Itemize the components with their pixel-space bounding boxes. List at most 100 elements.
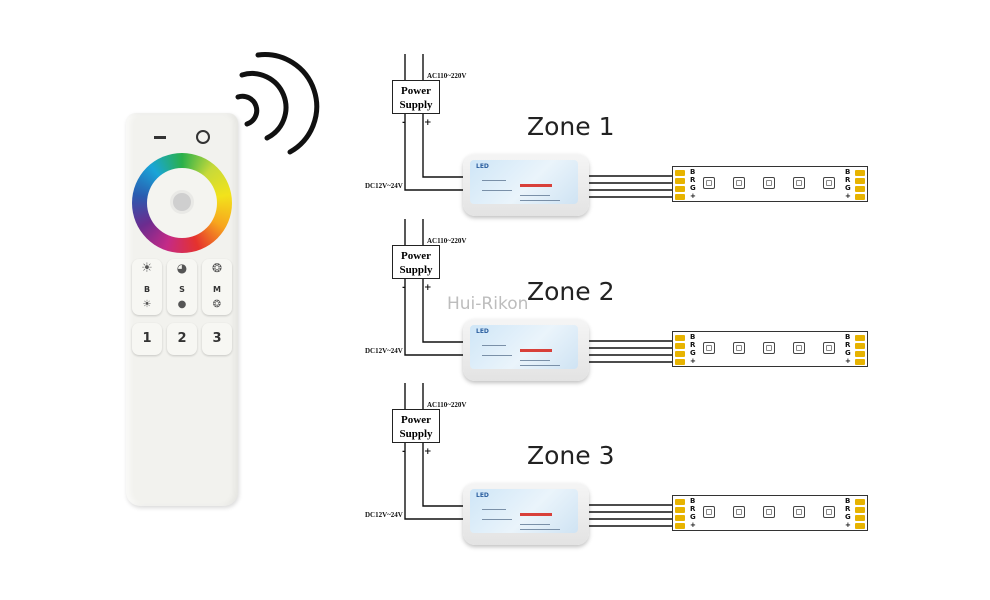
solder-pad — [855, 343, 865, 349]
column-key-m[interactable] — [202, 259, 232, 315]
solder-pad — [675, 351, 685, 357]
solder-pad — [675, 194, 685, 200]
solder-pad — [855, 515, 865, 521]
controller-text-line — [482, 519, 512, 520]
led-chip — [763, 177, 775, 189]
rf-remote-control: ☀ ◕ ❂ B S M ☀ ● ❂ 1 2 3 — [126, 113, 238, 506]
dc-output-label: DC12V~24V — [365, 511, 403, 519]
center-key[interactable] — [170, 190, 194, 214]
controller-text-line — [520, 200, 560, 201]
rgb-controller: LED — [463, 319, 589, 381]
controller-label: LED — [470, 325, 578, 369]
zone-title: Zone 2 — [527, 277, 615, 306]
power-supply: Power Supply — [392, 245, 440, 279]
power-supply-label-line2: Supply — [399, 99, 433, 111]
positive-terminal: + — [424, 283, 432, 293]
strip-pin-left: R — [690, 505, 696, 513]
controller-text-line — [520, 365, 560, 366]
minus-key-icon[interactable] — [154, 136, 166, 139]
color-wheel[interactable] — [132, 153, 232, 253]
controller-text-line — [482, 180, 506, 181]
negative-terminal: - — [402, 118, 406, 128]
solder-pad — [675, 499, 685, 505]
solder-pad — [675, 359, 685, 365]
solder-pad — [675, 507, 685, 513]
strip-pin-right: B — [845, 333, 851, 341]
solder-pad — [675, 335, 685, 341]
strip-pin-right: G — [845, 349, 851, 357]
strip-pin-left: + — [690, 521, 696, 529]
solder-pad — [675, 186, 685, 192]
strip-pin-left: G — [690, 349, 696, 357]
positive-terminal: + — [424, 118, 432, 128]
solder-pad — [675, 523, 685, 529]
column-key-s[interactable] — [167, 259, 197, 315]
solder-pad — [675, 170, 685, 176]
strip-pin-right: + — [845, 357, 851, 365]
solder-pad — [855, 170, 865, 176]
watermark: Hui-Rikon — [447, 294, 529, 314]
solder-pad — [675, 178, 685, 184]
strip-pin-right: B — [845, 168, 851, 176]
brightness-icon: ☀ — [141, 261, 153, 276]
controller-text-line — [520, 360, 550, 361]
controller-red-bar — [520, 349, 552, 352]
led-chip — [703, 177, 715, 189]
speed-icon: ◕ — [176, 261, 188, 275]
led-chip — [733, 342, 745, 354]
strip-pin-right: B — [845, 497, 851, 505]
solder-pad — [855, 178, 865, 184]
zone-key-3[interactable] — [202, 323, 232, 355]
controller-label: LED — [470, 160, 578, 204]
led-chip — [703, 506, 715, 518]
power-supply-label-line1: Power — [401, 414, 431, 426]
strip-pin-left: G — [690, 184, 696, 192]
column-key-b[interactable] — [132, 259, 162, 315]
led-chip — [823, 506, 835, 518]
controller-red-bar — [520, 184, 552, 187]
strip-pin-right: R — [845, 505, 851, 513]
power-supply-label-line2: Supply — [399, 428, 433, 440]
rgb-controller: LED — [463, 483, 589, 545]
speed-down-icon: ● — [177, 299, 187, 310]
positive-terminal: + — [424, 447, 432, 457]
strip-pin-left: + — [690, 192, 696, 200]
zone-key-1[interactable] — [132, 323, 162, 355]
zone-key-3-label: 3 — [212, 331, 222, 346]
rgb-controller: LED — [463, 154, 589, 216]
strip-pin-right: + — [845, 521, 851, 529]
led-chip — [793, 177, 805, 189]
ac-input-label: AC110~220V — [427, 72, 467, 80]
column-letter-m: M — [213, 285, 221, 294]
led-chip — [733, 506, 745, 518]
led-chip — [763, 506, 775, 518]
negative-terminal: - — [402, 447, 406, 457]
controller-label: LED — [470, 489, 578, 533]
ac-input-label: AC110~220V — [427, 401, 467, 409]
controller-text-line — [482, 509, 506, 510]
solder-pad — [855, 351, 865, 357]
strip-pin-left: B — [690, 333, 696, 341]
strip-pin-right: + — [845, 192, 851, 200]
zone-key-2[interactable] — [167, 323, 197, 355]
solder-pad — [855, 507, 865, 513]
led-chip — [793, 506, 805, 518]
strip-pin-left: B — [690, 497, 696, 505]
column-letter-b: B — [143, 285, 151, 294]
negative-terminal: - — [402, 283, 406, 293]
controller-brand: LED — [476, 163, 489, 170]
controller-brand: LED — [476, 492, 489, 499]
controller-text-line — [482, 345, 506, 346]
solder-pad — [855, 523, 865, 529]
strip-pin-left: R — [690, 341, 696, 349]
controller-text-line — [482, 355, 512, 356]
controller-brand: LED — [476, 328, 489, 335]
power-key-icon[interactable] — [196, 130, 210, 144]
strip-pin-right: G — [845, 513, 851, 521]
led-chip — [703, 342, 715, 354]
